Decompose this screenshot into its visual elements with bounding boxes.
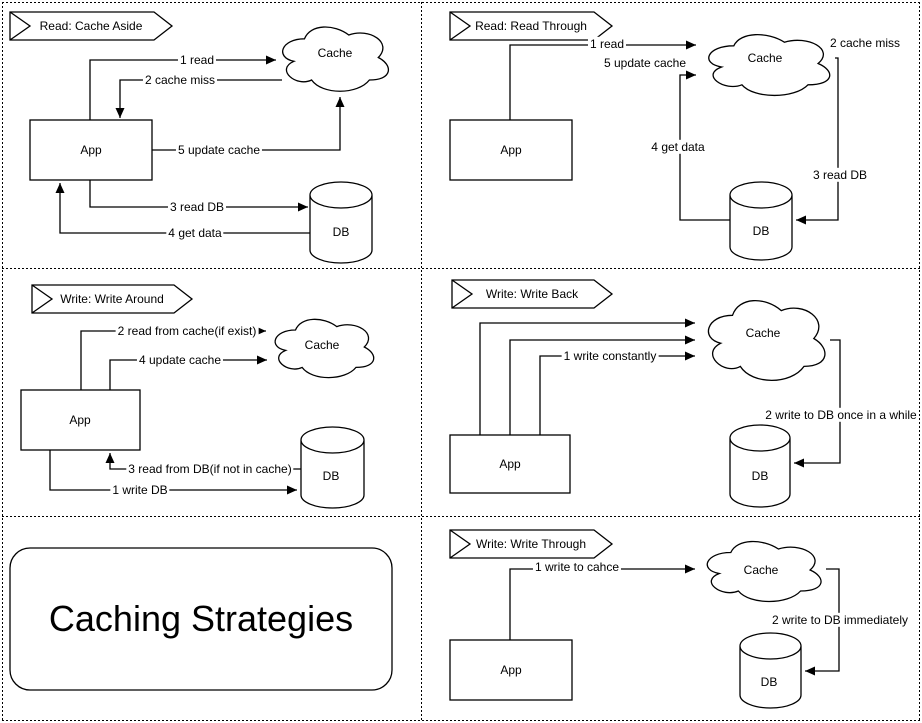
edge-label-cache-miss: 2 cache miss: [142, 72, 218, 88]
app-label: App: [500, 142, 522, 157]
edge-label-read-from-cache: 2 read from cache(if exist): [115, 323, 259, 339]
edge-label-read-db: 3 read DB: [167, 199, 227, 215]
app-box: [29, 119, 153, 181]
db-label: DB: [322, 468, 340, 483]
app-label: App: [500, 662, 522, 677]
db-label: DB: [760, 674, 778, 689]
border-top: [2, 2, 920, 3]
edge-label-update-cache: 4 update cache: [136, 352, 224, 368]
column-divider: [421, 2, 422, 721]
row-divider-2: [2, 516, 920, 517]
edge-write-line-2: [509, 335, 695, 435]
app-box: [449, 639, 573, 701]
panel-title-card: Caching Strategies: [2, 517, 421, 721]
edge-1-write-db-line: [49, 450, 297, 495]
cache-cloud: [706, 540, 822, 603]
banner-shape: [449, 529, 614, 559]
edge-4-get-data-line: [55, 183, 310, 234]
cache-label: Cache: [317, 45, 353, 60]
edge-label-read: 1 read: [177, 52, 217, 68]
cache-label: Cache: [747, 50, 783, 65]
app-label: App: [80, 142, 102, 157]
cache-cloud: [282, 26, 389, 92]
row-divider-1: [2, 268, 920, 269]
read-through-layer: [449, 11, 839, 261]
edge-label-cache-miss: 2 cache miss: [827, 35, 903, 51]
edge-write-line-1: [479, 318, 695, 435]
panel-write-write-back: Write: Write Back App Cache DB 1 write c…: [422, 269, 920, 516]
db-cylinder: [300, 426, 365, 509]
edge-label-write-constantly: 1 write constantly: [561, 348, 659, 364]
db-cylinder: [729, 181, 793, 261]
border-left: [2, 2, 3, 721]
db-cylinder: [739, 632, 802, 709]
app-box: [20, 389, 141, 451]
banner-label: Write: Write Through: [475, 536, 587, 551]
edge-label-read: 1 read: [587, 36, 627, 52]
db-cylinder: [729, 424, 791, 508]
app-label: App: [69, 412, 91, 427]
edge-1-write-to-cache-line: [509, 564, 695, 640]
banner-shape: [451, 279, 614, 309]
db-label: DB: [751, 468, 769, 483]
cache-cloud: [707, 299, 826, 381]
title-rounded-box: [9, 547, 393, 691]
db-label: DB: [752, 223, 770, 238]
cache-label: Cache: [743, 562, 779, 577]
banner-shape: [449, 11, 614, 41]
edge-2-cache-miss-line: [115, 79, 282, 118]
panel-write-write-through: Write: Write Through App Cache DB 1 writ…: [422, 517, 920, 721]
banner-label: Write: Write Around: [60, 291, 164, 306]
banner-shape: [31, 284, 194, 314]
app-label: App: [499, 456, 521, 471]
edge-label-write-once: 2 write to DB once in a while: [763, 407, 919, 423]
title-card-layer: [9, 547, 393, 691]
edge-1-read-line: [509, 40, 696, 120]
banner-label: Read: Cache Aside: [39, 18, 143, 33]
banner-shape: [9, 11, 174, 41]
edge-3-read-db-line: [796, 57, 839, 225]
write-through-layer: [449, 529, 840, 709]
edge-label-update-cache: 5 update cache: [601, 55, 689, 71]
edge-label-read-from-db: 3 read from DB(if not in cache): [126, 461, 294, 477]
edge-label-read-db: 3 read DB: [810, 167, 870, 183]
db-cylinder: [309, 181, 373, 264]
cache-label: Cache: [745, 325, 781, 340]
edge-label-write-db: 1 write DB: [110, 482, 170, 498]
banner-label: Read: Read Through: [475, 18, 587, 33]
edge-1-read-line: [89, 55, 276, 120]
app-box: [449, 119, 573, 181]
border-right: [919, 2, 920, 721]
edge-2-write-to-db-line: [794, 339, 841, 468]
diagram-title: Caching Strategies: [48, 598, 354, 639]
edge-3-read-db-line: [89, 180, 308, 212]
app-box: [449, 434, 571, 494]
cache-label: Cache: [304, 337, 340, 352]
edge-label-write-to-cache: 1 write to cahce: [532, 559, 622, 575]
db-label: DB: [332, 224, 350, 239]
cache-aside-layer: [9, 11, 389, 264]
write-back-layer: [449, 279, 841, 508]
panel-read-read-through: Read: Read Through App Cache DB 1 read 2…: [422, 2, 920, 268]
edge-label-update-cache: 5 update cache: [175, 142, 263, 158]
edge-1-write-constantly-line: [539, 351, 695, 435]
cache-cloud: [274, 318, 375, 379]
edge-label-write-immediately: 2 write to DB immediately: [769, 612, 911, 628]
banner-label: Write: Write Back: [485, 286, 579, 301]
edge-label-get-data: 4 get data: [649, 139, 707, 155]
panel-write-write-around: Write: Write Around App Cache DB 2 read …: [2, 269, 421, 516]
border-bottom: [2, 720, 920, 721]
cache-cloud: [708, 34, 831, 96]
edge-label-get-data: 4 get data: [166, 225, 224, 241]
panel-read-cache-aside: Read: Cache Aside App Cache DB 1 read 2 …: [2, 2, 421, 268]
